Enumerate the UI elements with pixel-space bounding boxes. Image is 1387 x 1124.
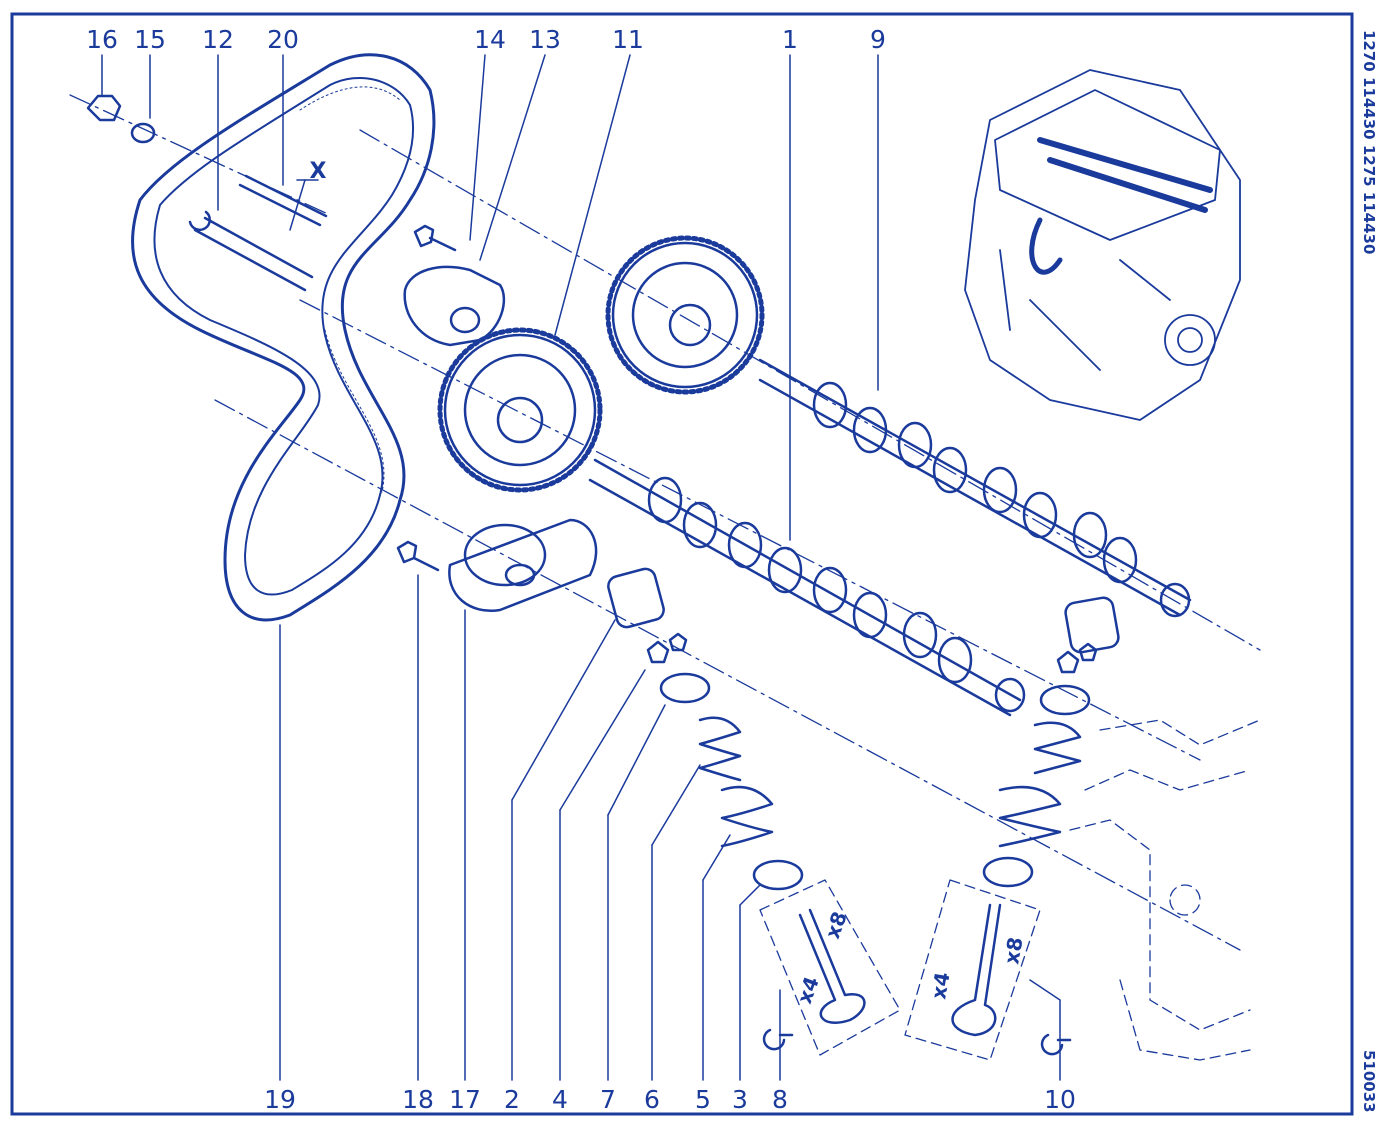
tensioner-pulley-13	[403, 265, 506, 347]
collets-right	[1056, 642, 1098, 674]
qty-right-x8: x8	[999, 935, 1027, 966]
washer-15	[130, 122, 156, 144]
sprocket-11-teeth	[437, 327, 603, 493]
outer-spring-5	[720, 785, 774, 848]
camshaft-1	[588, 458, 1022, 717]
callout-17: 17	[449, 1085, 481, 1114]
cylinder-head-phantom	[1069, 719, 1261, 1061]
drawing-number: 510033	[1360, 1050, 1378, 1113]
timing-belt	[131, 53, 436, 622]
axis-line-tensioner	[359, 129, 1261, 651]
camshaft-9-lobes	[812, 381, 1191, 618]
camshaft-1-lobes	[647, 476, 1026, 713]
tappet-2	[607, 567, 665, 629]
engine-thumbnail	[964, 69, 1241, 421]
callout-9: 9	[870, 25, 886, 54]
callout-13: 13	[529, 25, 561, 54]
idler-bracket-17	[448, 518, 598, 613]
qty-right-x4: x4	[926, 970, 954, 1001]
callout-14: 14	[474, 25, 506, 54]
valve-left	[798, 908, 866, 1024]
sprocket-11-hub	[496, 396, 544, 444]
tappet-right	[1064, 596, 1120, 654]
callout-3: 3	[732, 1085, 748, 1114]
stud-20	[238, 174, 328, 227]
spring-seat-3	[752, 859, 804, 891]
callout-20: 20	[267, 25, 299, 54]
outer-spring-right	[998, 785, 1062, 848]
nut-16	[86, 94, 122, 122]
sprocket-upper	[611, 241, 759, 389]
spring-seat-right	[982, 856, 1034, 888]
diagram-border	[10, 12, 1354, 1116]
inner-spring-6	[698, 716, 742, 782]
qty-left-x4: x4	[792, 973, 824, 1006]
sprocket-upper-inner	[631, 261, 739, 369]
inner-spring-right	[1033, 721, 1082, 775]
dimension-x-label: X	[310, 159, 327, 184]
screw-18	[396, 540, 440, 572]
idler-17-roller	[463, 523, 547, 587]
sprocket-upper-teeth	[605, 235, 765, 395]
callout-15: 15	[134, 25, 166, 54]
valve-seal-10	[1040, 1033, 1072, 1056]
callout-6: 6	[644, 1085, 660, 1114]
sprocket-upper-hub	[668, 303, 712, 347]
callout-4: 4	[552, 1085, 568, 1114]
callout-8: 8	[772, 1085, 788, 1114]
callout-labels: 16 15 12 20 14 13 11 1 9 19 18 17 2 4 7 …	[86, 25, 1076, 1114]
tensioner-hole	[449, 306, 481, 334]
valve-group-left	[759, 879, 901, 1056]
bolt-12	[188, 210, 314, 292]
timing-belt-inner	[153, 76, 415, 596]
sprocket-11	[443, 333, 597, 487]
callout-5: 5	[695, 1085, 711, 1114]
axis-line-idler	[214, 399, 1241, 951]
callout-12: 12	[202, 25, 234, 54]
callout-19: 19	[264, 1085, 296, 1114]
screw-14	[413, 224, 457, 252]
callout-7: 7	[600, 1085, 616, 1114]
sprocket-11-inner	[463, 353, 577, 467]
callout-1: 1	[782, 25, 798, 54]
axis-line-camshaft	[299, 299, 1201, 761]
axis-line-belt	[69, 94, 331, 216]
callout-16: 16	[86, 25, 118, 54]
spring-cap-right	[1039, 684, 1091, 716]
callout-11: 11	[612, 25, 644, 54]
spring-cap-7	[659, 672, 711, 704]
idler-17-hole	[504, 563, 536, 587]
qty-left-x8: x8	[820, 908, 852, 941]
callout-18: 18	[402, 1085, 434, 1114]
valve-seal-8	[762, 1028, 794, 1051]
callout-10: 10	[1044, 1085, 1076, 1114]
reference-codes: 1270 114430 1275 114430	[1360, 30, 1378, 255]
valve-right	[951, 903, 1002, 1037]
callout-2: 2	[504, 1085, 520, 1114]
collets-4	[646, 632, 688, 664]
belt-teeth	[299, 86, 401, 493]
leader-lines	[101, 54, 1061, 1081]
valve-group-right	[904, 879, 1041, 1061]
